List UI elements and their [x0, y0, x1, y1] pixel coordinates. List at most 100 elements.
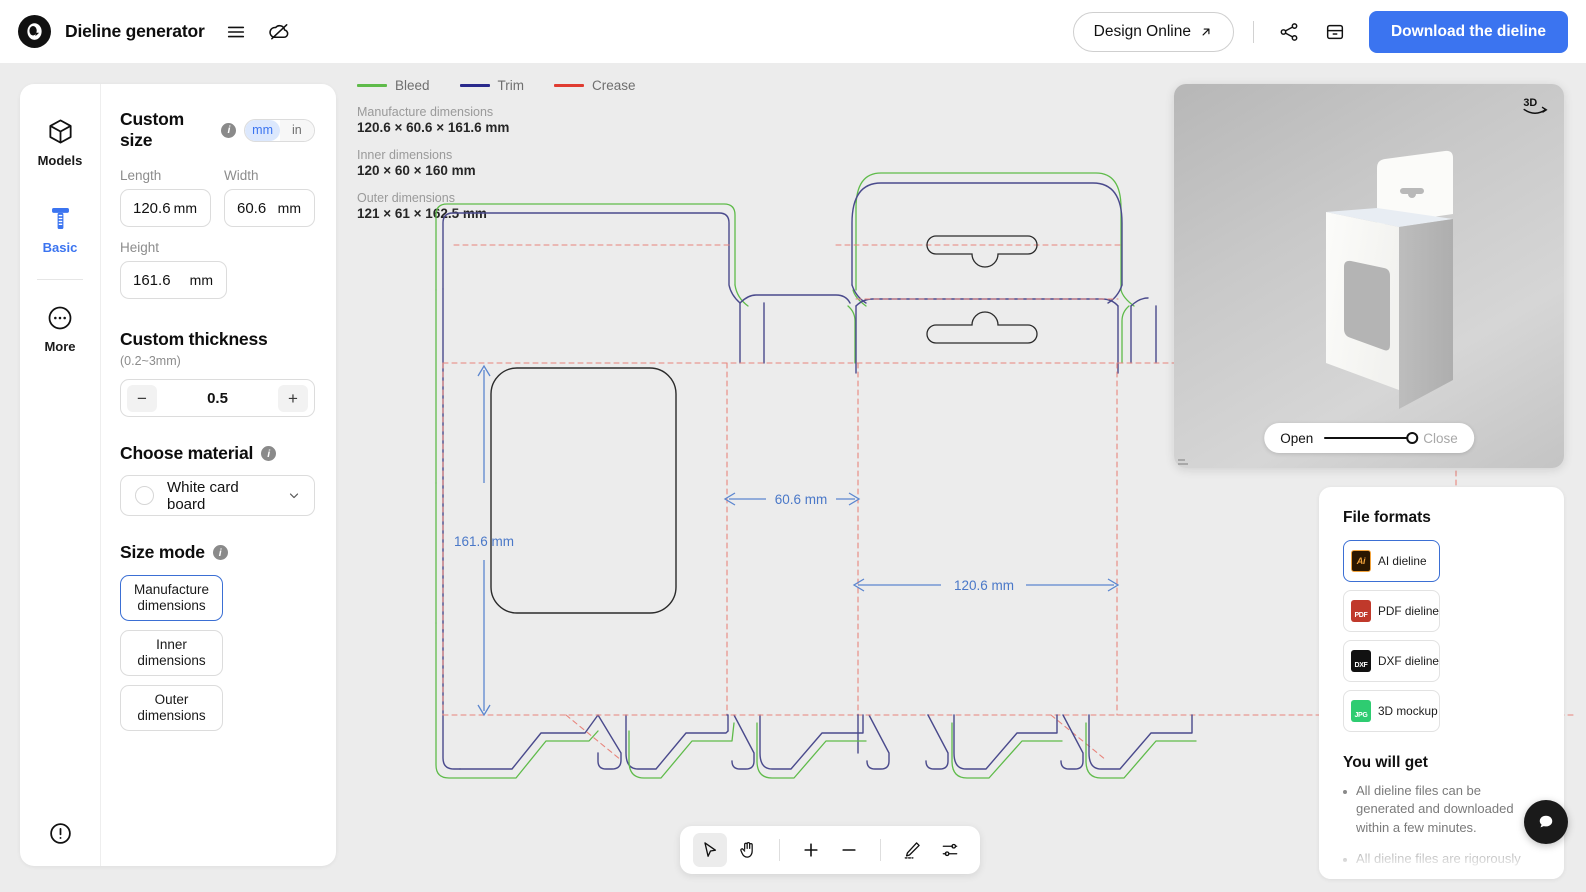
dimension-block: Manufacture dimensions 120.6 × 60.6 × 16…	[357, 105, 509, 135]
material-select[interactable]: White card board	[120, 475, 315, 516]
height-measurement-label: 161.6 mm	[454, 534, 514, 549]
alert-circle-icon[interactable]	[48, 821, 73, 846]
length-value: 120.6	[133, 199, 171, 217]
download-dieline-button[interactable]: Download the dieline	[1368, 10, 1568, 53]
bullet-text: All dieline files can be generated and d…	[1356, 783, 1514, 835]
width-measurement-label: 60.6 mm	[775, 492, 828, 507]
sidebar-item-label: More	[44, 339, 76, 354]
info-icon[interactable]: i	[261, 446, 277, 461]
dieline-canvas[interactable]: Bleed Trim Crease Manufacture dimensions…	[336, 63, 1586, 892]
pdf-file-icon: PDF	[1351, 600, 1371, 622]
thickness-stepper: − 0.5 +	[120, 379, 315, 417]
you-will-get-list: All dieline files can be generated and d…	[1343, 782, 1542, 879]
thickness-increment-button[interactable]: +	[278, 384, 308, 412]
file-formats-title: File formats	[1343, 509, 1431, 526]
header-actions: Design Online Download the dieline	[1072, 10, 1568, 53]
format-3d-mockup[interactable]: JPG 3D mockup	[1343, 690, 1440, 732]
dxf-file-icon: DXF	[1351, 650, 1371, 672]
hang-hole-tab-lower	[926, 311, 1038, 344]
thickness-range-note: (0.2~3mm)	[120, 354, 181, 368]
front-window-cutout	[490, 367, 677, 614]
custom-thickness-title: Custom thickness	[120, 329, 268, 349]
external-arrow-icon	[1202, 28, 1210, 36]
settings-tool-button[interactable]	[933, 833, 967, 867]
bullet-text: All dieline files are rigorously structu…	[1356, 851, 1521, 879]
width-input[interactable]: 60.6 mm	[224, 189, 315, 227]
chat-glyph-icon	[1539, 815, 1553, 828]
sliders-icon	[942, 843, 958, 857]
format-dxf-dieline[interactable]: DXF DXF dieline	[1343, 640, 1440, 682]
design-online-button[interactable]: Design Online	[1072, 11, 1234, 52]
cloud-off-icon[interactable]	[263, 15, 297, 49]
cursor-arrow-icon	[704, 842, 717, 857]
open-label: Open	[1280, 430, 1314, 446]
legend-label-crease: Crease	[592, 78, 636, 93]
sidebar-rail: Models Basic More	[20, 84, 101, 866]
thickness-decrement-button[interactable]: −	[127, 384, 157, 412]
3d-preview-panel[interactable]: 3D	[1174, 84, 1564, 468]
size-mode-inner[interactable]: Inner dimensions	[120, 630, 223, 676]
bullet-dot	[1343, 858, 1347, 863]
width-value: 60.6	[237, 199, 267, 217]
share-icon[interactable]	[1273, 16, 1305, 48]
dimension-block: Inner dimensions 120 × 60 × 160 mm	[357, 148, 509, 178]
rotate-3d-icon[interactable]: 3D	[1520, 95, 1550, 124]
format-pdf-dieline[interactable]: PDF PDF dieline	[1343, 590, 1440, 632]
canvas-toolbar	[680, 826, 980, 874]
app-header: Dieline generator Design Online	[0, 0, 1586, 63]
ai-file-icon: Ai	[1351, 550, 1371, 572]
inner-dimensions-value: 120 × 60 × 160 mm	[357, 163, 476, 178]
length-measurement-label: 120.6 mm	[954, 578, 1014, 593]
inner-dimensions-label: Inner dimensions	[357, 148, 453, 162]
annotate-tool-button[interactable]	[895, 833, 929, 867]
sidebar-footer	[20, 821, 100, 846]
height-input[interactable]: 161.6 mm	[120, 261, 227, 299]
size-mode-manufacture[interactable]: Manufacture dimensions	[120, 575, 223, 621]
custom-size-title: Custom size	[120, 109, 184, 150]
info-icon[interactable]: i	[221, 122, 237, 138]
archive-box-icon[interactable]	[1319, 16, 1351, 48]
manufacture-dimensions-label: Manufacture dimensions	[357, 105, 494, 119]
resize-grip-icon[interactable]	[1176, 436, 1206, 466]
legend-label-trim: Trim	[497, 78, 525, 93]
hang-hole-tab-upper	[926, 235, 1038, 268]
width-unit: mm	[277, 200, 301, 216]
format-ai-dieline[interactable]: Ai AI dieline	[1343, 540, 1440, 582]
pan-tool-button[interactable]	[731, 833, 765, 867]
info-icon[interactable]: i	[212, 545, 228, 560]
dimension-annotations	[477, 364, 1120, 717]
unit-toggle: mm in	[244, 118, 315, 142]
size-mode-outer[interactable]: Outer dimensions	[120, 685, 223, 731]
zoom-in-button[interactable]	[794, 833, 828, 867]
minus-icon	[842, 849, 856, 851]
select-tool-button[interactable]	[693, 833, 727, 867]
choose-material-header: Choose material i	[120, 443, 315, 464]
unit-option-in[interactable]: in	[279, 119, 314, 141]
legend-item-trim: Trim	[459, 78, 525, 93]
sidebar-item-more[interactable]: More	[20, 294, 100, 364]
legend-swatch-crease	[554, 84, 585, 87]
thickness-value[interactable]: 0.5	[207, 389, 228, 407]
jpg-file-icon: JPG	[1351, 700, 1371, 722]
open-close-knob[interactable]	[1406, 431, 1419, 444]
open-close-track[interactable]	[1324, 431, 1419, 444]
header-divider	[1252, 20, 1254, 43]
open-close-slider[interactable]: Open Close	[1264, 423, 1474, 453]
chat-bubble-icon[interactable]	[1524, 800, 1568, 844]
hamburger-menu-icon[interactable]	[219, 15, 253, 49]
plus-icon	[804, 843, 818, 857]
format-label: AI dieline	[1378, 554, 1427, 568]
size-mode-header: Size mode i	[120, 542, 315, 563]
chevron-down-icon	[289, 493, 299, 499]
zoom-out-button[interactable]	[832, 833, 866, 867]
unit-option-mm[interactable]: mm	[245, 119, 280, 141]
hand-icon	[740, 842, 753, 858]
dieline-legend: Bleed Trim Crease	[357, 78, 636, 93]
material-selected-value: White card board	[167, 478, 239, 513]
legend-item-crease: Crease	[554, 78, 636, 93]
sidebar-item-basic[interactable]: Basic	[20, 194, 100, 265]
length-input[interactable]: 120.6 mm	[120, 189, 211, 227]
size-labels-row-1: Length Width	[120, 168, 315, 183]
size-mode-title: Size mode	[120, 542, 205, 562]
sidebar-item-models[interactable]: Models	[20, 107, 100, 178]
